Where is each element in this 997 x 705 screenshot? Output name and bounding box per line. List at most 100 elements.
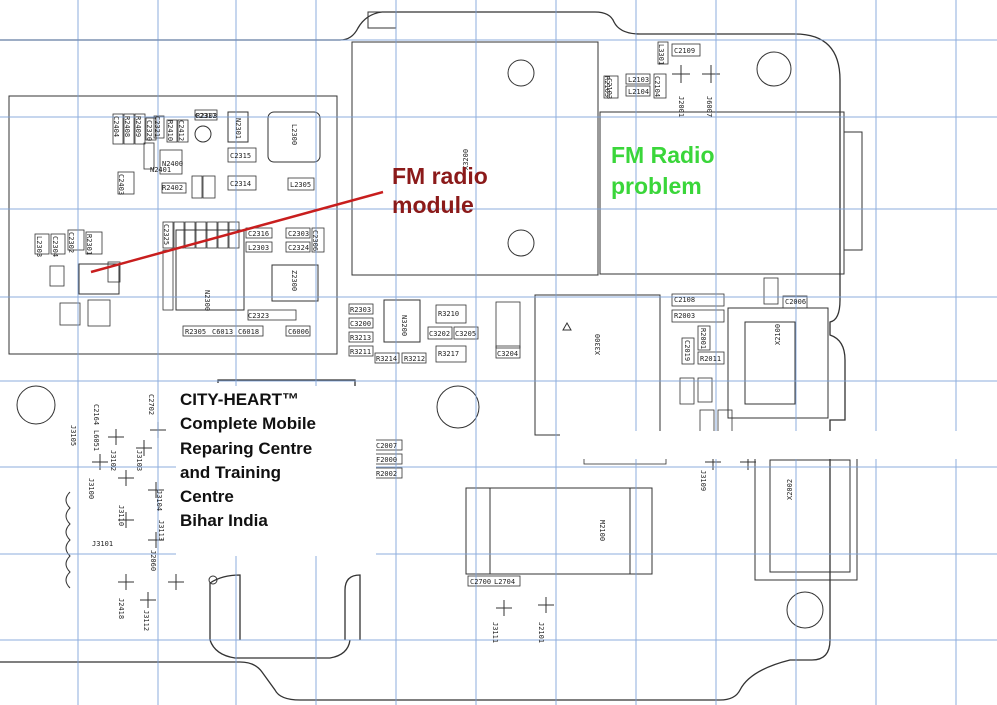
component-ref-label: C2700: [470, 578, 491, 586]
fm-problem-line2: problem: [611, 173, 702, 199]
component-ref-label: C2316: [248, 230, 269, 238]
component-ref-label: R3217: [438, 350, 459, 358]
component-ref-label: R2303: [350, 306, 371, 314]
component-ref-label: C2164: [92, 404, 100, 425]
component-ref-label: J3101: [92, 540, 113, 548]
component-ref-label: C3205: [455, 330, 476, 338]
small-components: [34, 41, 808, 587]
label-cover: [560, 431, 997, 459]
chip-label-m2100: M2100: [598, 520, 606, 541]
component-ref-label: C2404: [112, 116, 120, 137]
component-ref-label: C2303: [288, 230, 309, 238]
component-ref-label: L2103: [628, 76, 649, 84]
fm-module-area: [8, 95, 338, 355]
component-ref-label: R3213: [350, 334, 371, 342]
component-ref-label: J3105: [69, 425, 77, 446]
component-ref-label: L3301: [657, 44, 665, 65]
component-ref-label: F2000: [376, 456, 397, 464]
component-ref-label: R2408: [123, 116, 131, 137]
component-ref-label: J3111: [491, 622, 499, 643]
component-ref-label: R3212: [404, 355, 425, 363]
component-ref-label: L6051: [92, 430, 100, 451]
component-ref-label: C2109: [674, 47, 695, 55]
component-ref-label: L2303: [248, 244, 269, 252]
credit-line: Centre: [180, 487, 234, 507]
component-ref-label: R2011: [700, 355, 721, 363]
chip-label-x3300: X3300: [594, 334, 602, 355]
component-ref-label: C2324: [288, 244, 309, 252]
component-ref-label: J2060: [149, 550, 157, 571]
credit-line: and Training: [180, 462, 282, 482]
component-ref-label: C2104: [653, 76, 661, 97]
chip-label-n2301: N2301: [234, 118, 242, 139]
component-ref-label: R3214: [376, 355, 397, 363]
credit-box: CITY-HEART™ Complete Mobile Reparing Cen…: [176, 386, 376, 556]
chip-label-n3200: N3200: [400, 315, 408, 336]
chip-labels: N2300 N2400 Z2300 X3200 X3300 X2100 M210…: [162, 118, 794, 541]
component-ref-label: R2001: [699, 328, 707, 349]
chip-label-z2300: Z2300: [290, 270, 298, 291]
chip-label-x2002: X2002: [786, 479, 794, 500]
component-ref-label: C2306: [311, 230, 319, 251]
credit-line: CITY-HEART™: [180, 390, 299, 409]
chip-label-c2315: C2315: [230, 152, 251, 160]
chip-label-x2100: X2100: [774, 324, 782, 345]
component-ref-label: J3100: [87, 478, 95, 499]
component-ref-label: R2409: [134, 116, 142, 137]
component-ref-label: J3113: [157, 520, 165, 541]
component-ref-label: C3204: [497, 350, 518, 358]
component-ref-label: R3210: [438, 310, 459, 318]
component-ref-label: R2301: [85, 234, 93, 255]
component-ref-label: C3202: [429, 330, 450, 338]
component-ref-label: J6007: [705, 96, 713, 117]
component-ref-label: L2704: [494, 578, 515, 586]
component-ref-label: J3104: [155, 490, 163, 511]
component-ref-label: C2302: [67, 232, 75, 253]
component-ref-label: C2007: [376, 442, 397, 450]
component-ref-label: J3103: [135, 450, 143, 471]
component-ref-label: C2317: [195, 112, 216, 120]
credit-line: Complete Mobile: [180, 414, 317, 434]
component-ref-label: J3109: [699, 470, 707, 491]
chip-label-c2314: C2314: [230, 180, 251, 188]
credit-line: Reparing Centre: [180, 438, 313, 458]
pointer-line: [90, 190, 384, 274]
fm-radio-module-label: FM radio module: [392, 162, 542, 220]
component-ref-label: R3211: [350, 348, 371, 356]
component-ref-label: C2019: [683, 340, 691, 361]
component-ref-label: C2702: [147, 394, 155, 415]
component-ref-label: C2304: [51, 236, 59, 257]
component-ref-label: R2103: [603, 76, 611, 97]
component-ref-label: C2321: [153, 116, 161, 137]
chip-label-n2401: N2400: [162, 160, 183, 168]
component-ref-label: C6013: [212, 328, 233, 336]
component-ref-label: C2325: [162, 224, 170, 245]
component-ref-label: C2103: [605, 78, 613, 99]
component-ref-label: N2401: [150, 166, 171, 174]
chip-label-x3200: X3200: [462, 149, 470, 170]
component-blocks: [16, 11, 863, 629]
component-ref-label: C2320: [145, 120, 153, 141]
component-ref-label: L2104: [628, 88, 649, 96]
component-ref-label: J3112: [142, 610, 150, 631]
fm-problem-line1: FM Radio: [611, 142, 715, 168]
component-ref-label: C2412: [177, 120, 185, 141]
component-ref-label: R2002: [376, 470, 397, 478]
component-ref-label: J2101: [537, 622, 545, 643]
component-ref-label: C2108: [674, 296, 695, 304]
component-ref-label: R2410: [166, 120, 174, 141]
fm-module-line1: FM radio: [392, 163, 488, 189]
component-ref-label: C3200: [350, 320, 371, 328]
component-ref-label: C2323: [248, 312, 269, 320]
component-ref-label: L2303: [35, 236, 43, 257]
chip-label-l2305: L2305: [290, 181, 311, 189]
component-ref-label: J3102: [109, 450, 117, 471]
component-ref-label: J2001: [677, 96, 685, 117]
component-ref-label: R2402: [162, 184, 183, 192]
component-ref-label: C6018: [238, 328, 259, 336]
chip-label-l2300: L2300: [290, 124, 298, 145]
component-ref-label: R2305: [185, 328, 206, 336]
